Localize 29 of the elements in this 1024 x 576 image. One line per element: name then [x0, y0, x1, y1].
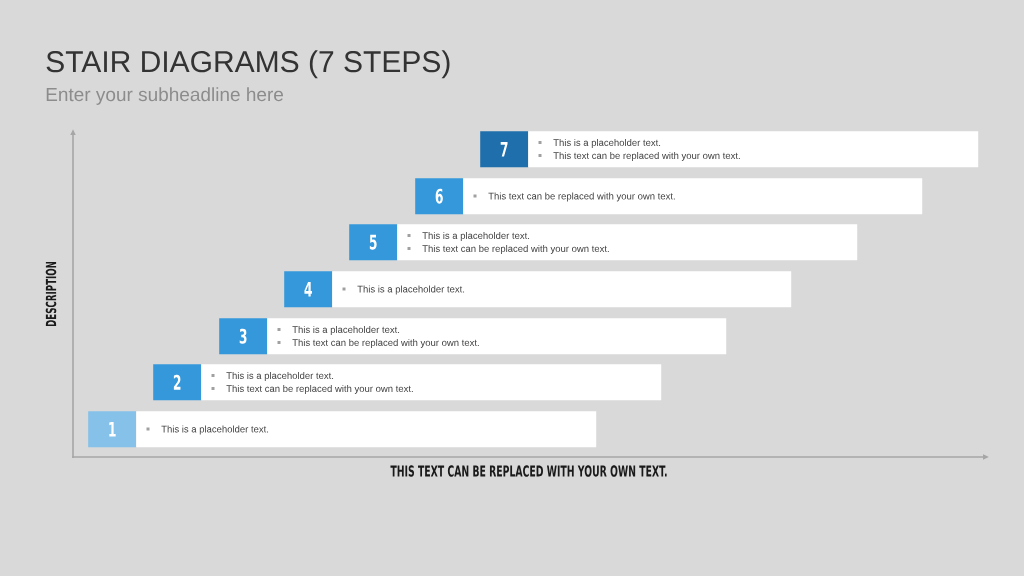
bullet-text: This text can be replaced with your own text.	[553, 152, 740, 161]
number-box: 3	[219, 318, 268, 355]
subtitle: Enter your subheadline here	[46, 87, 283, 105]
axis-label: DESCRIPTION	[45, 261, 57, 327]
number-box: 2	[153, 364, 202, 401]
number-box: 4	[284, 271, 333, 308]
number-box: 6	[415, 178, 464, 215]
title: STAIR DIAGRAMS (7 STEPS)	[46, 50, 450, 79]
bullet-text: This is a placeholder text.	[161, 425, 269, 435]
text-bar	[463, 178, 923, 215]
bullet-text: This is a placeholder text.	[553, 139, 661, 148]
text-bar	[136, 411, 597, 448]
bullet-text: This text can be replaced with your own text.	[226, 385, 413, 394]
text-bar	[528, 131, 979, 168]
bullet-text: This is a placeholder text.	[292, 326, 400, 335]
bullet-text: This text can be replaced with your own text.	[488, 192, 675, 202]
axis-label: THIS TEXT CAN BE REPLACED WITH YOUR OWN TEXT.	[390, 465, 667, 477]
text-bar	[201, 364, 662, 401]
number-box: 5	[349, 224, 398, 261]
bullet-text: This text can be replaced with your own text.	[292, 339, 479, 348]
text-bar	[397, 224, 858, 261]
bullet-text: This is a placeholder text.	[422, 232, 530, 241]
bullet-text: This text can be replaced with your own text.	[422, 245, 609, 254]
text-bar	[332, 271, 792, 308]
bullet-text: This is a placeholder text.	[357, 285, 465, 295]
text-bar	[267, 318, 727, 355]
number-box: 7	[480, 131, 529, 168]
number-box: 1	[88, 411, 137, 448]
bullet-text: This is a placeholder text.	[226, 372, 334, 381]
